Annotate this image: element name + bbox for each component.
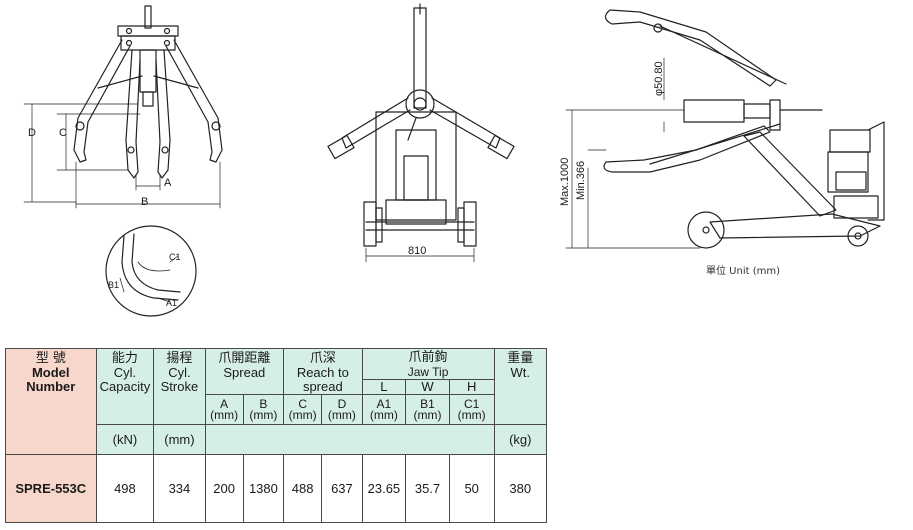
- front-view-drawing: [73, 5, 223, 179]
- cell-b: 1380: [242, 454, 285, 523]
- detail-dimension-b1: B1: [108, 280, 119, 290]
- cell-c: 488: [283, 454, 323, 523]
- drawing-canvas: D C A B C1 B1 A1 810 φ50.80 Max.1000 Min…: [23, 3, 885, 317]
- detail-dimension-c1: C1: [169, 252, 181, 262]
- rear-view-drawing: [327, 3, 515, 247]
- cell-weight: 380: [493, 454, 548, 523]
- header-unit-weight: (kg): [493, 424, 548, 455]
- side-view-drawing: [603, 9, 885, 249]
- header-reach: 爪深 Reach to spread: [283, 348, 363, 395]
- jaw-tip-detail-drawing: [105, 225, 197, 317]
- cell-c1: 50: [448, 454, 495, 523]
- header-jaw-l: L: [361, 379, 407, 395]
- front-dimension-c: C: [59, 127, 67, 139]
- header-stroke: 揚程 Cyl. Stroke: [153, 348, 206, 425]
- side-dimension-max: Max.1000: [559, 158, 571, 206]
- header-unit-stroke: (mm): [153, 424, 206, 455]
- front-dimension-a: A: [164, 177, 172, 189]
- header-weight: 重量 Wt.: [493, 348, 548, 425]
- header-col-a: A(mm): [204, 394, 244, 425]
- side-dimension-diameter: φ50.80: [653, 61, 665, 96]
- cell-model: SPRE-553C: [5, 454, 97, 523]
- cell-a1: 23.65: [361, 454, 407, 523]
- cell-stroke: 334: [153, 454, 206, 523]
- header-jaw-h: H: [448, 379, 495, 395]
- spec-table: 型 號 Model Number 能力 Cyl. Capacity 揚程 Cyl…: [5, 348, 548, 523]
- cell-b1: 35.7: [405, 454, 450, 523]
- header-capacity: 能力 Cyl. Capacity: [95, 348, 155, 425]
- header-col-b1: B1(mm): [405, 394, 450, 425]
- rear-dimension-width: 810: [408, 245, 426, 257]
- detail-dimension-a1: A1: [166, 298, 177, 308]
- header-unit-capacity: (kN): [95, 424, 155, 455]
- header-col-a1: A1(mm): [361, 394, 407, 425]
- header-jaw-tip: 爪前鉤 Jaw Tip: [361, 348, 495, 380]
- front-dimension-d: D: [28, 127, 36, 139]
- unit-note: 單位 Unit (mm): [706, 266, 780, 277]
- cell-capacity: 498: [95, 454, 155, 523]
- rear-view-dimension: [365, 247, 475, 263]
- header-col-b: B(mm): [242, 394, 285, 425]
- header-spacer: [204, 424, 495, 455]
- front-view-dimensions: [23, 103, 221, 209]
- technical-drawings: D C A B C1 B1 A1 810 φ50.80 Max.1000 Min…: [23, 3, 885, 317]
- side-dimension-min: Min.366: [575, 161, 587, 200]
- front-dimension-b: B: [141, 196, 148, 208]
- header-model: 型 號 Model Number: [5, 348, 97, 455]
- header-spread: 爪開距離 Spread: [204, 348, 285, 395]
- cell-d: 637: [321, 454, 363, 523]
- table-row: SPRE-553C 498 334 200 1380 488 637 23.65…: [5, 454, 548, 523]
- header-col-c: C(mm): [283, 394, 323, 425]
- header-col-d: D(mm): [321, 394, 363, 425]
- header-col-c1: C1(mm): [448, 394, 495, 425]
- header-jaw-w: W: [405, 379, 450, 395]
- cell-a: 200: [204, 454, 244, 523]
- side-view-dimensions: [565, 57, 701, 249]
